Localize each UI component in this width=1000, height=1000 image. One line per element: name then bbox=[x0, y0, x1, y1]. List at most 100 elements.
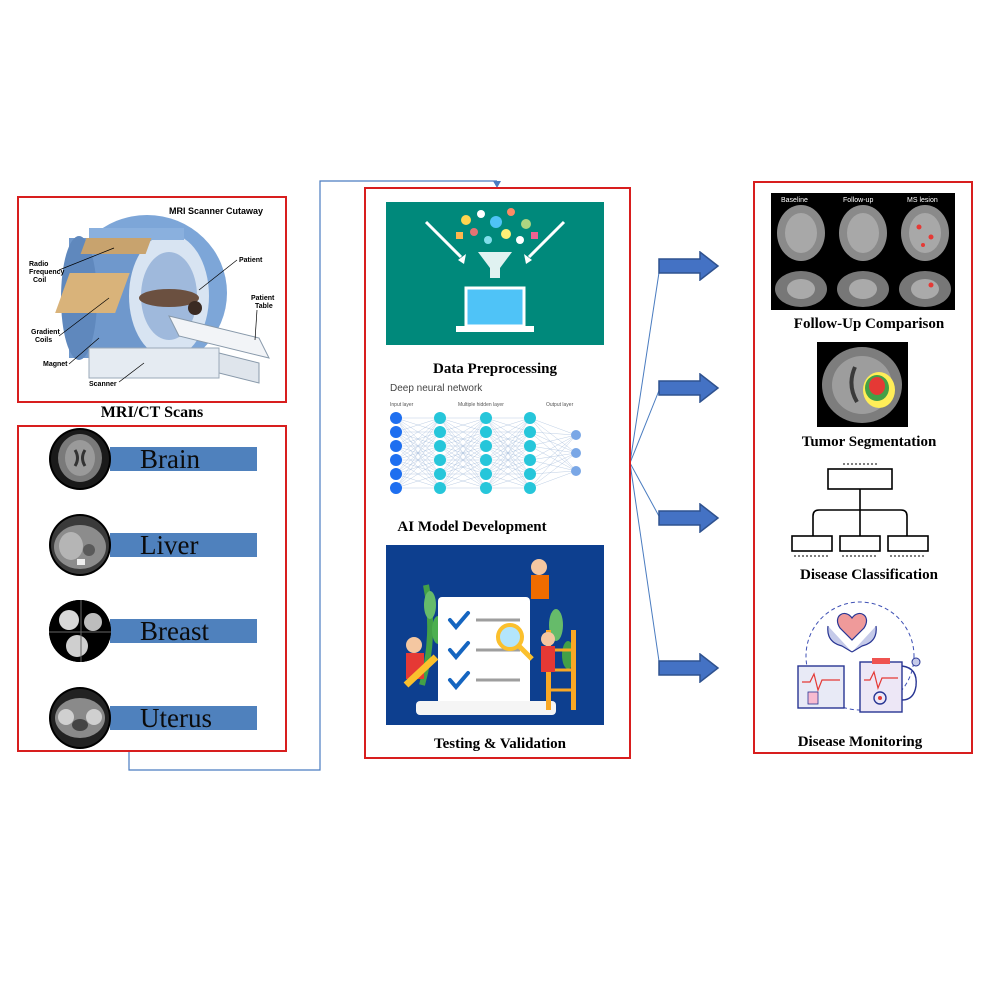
disease-monitoring-image bbox=[790, 596, 930, 720]
nn-edge bbox=[529, 434, 577, 475]
organ-bar-brain: Brain bbox=[110, 446, 257, 473]
check-marks bbox=[448, 611, 470, 691]
nn-edge bbox=[395, 417, 441, 447]
nn-node bbox=[434, 454, 446, 466]
nn-node bbox=[434, 482, 446, 494]
disease-classification-caption: Disease Classification bbox=[800, 567, 938, 583]
nn-edge bbox=[485, 417, 531, 447]
followup-label-ms-lesion: MS lesion bbox=[907, 197, 938, 204]
followup-caption: Follow-Up Comparison bbox=[793, 316, 945, 332]
nn-node bbox=[434, 468, 446, 480]
nn-edge bbox=[439, 417, 487, 475]
mri-box: MRI Scanner Cutaway Radio Frequency Coil… bbox=[17, 196, 287, 403]
testing-validation-image bbox=[386, 545, 604, 725]
nn-node bbox=[480, 482, 492, 494]
tree-leaf-node-3 bbox=[887, 535, 929, 552]
brain-scan-thumbnail bbox=[49, 428, 111, 490]
tumor-segmentation-image bbox=[817, 342, 908, 427]
nn-edge bbox=[439, 431, 487, 489]
fan-line-3 bbox=[629, 462, 661, 519]
nn-edge bbox=[485, 417, 531, 475]
label-scanner: Scanner bbox=[89, 381, 117, 388]
block-arrow-4 bbox=[658, 653, 720, 683]
label-magnet: Magnet bbox=[43, 361, 68, 368]
magnifier-icon bbox=[496, 623, 524, 651]
nn-node bbox=[571, 448, 581, 458]
nn-edge bbox=[439, 417, 487, 447]
nn-edge bbox=[529, 431, 577, 472]
nn-node bbox=[524, 412, 536, 424]
nn-input-label: Input layer bbox=[390, 402, 414, 408]
label-rf-coil-2: Frequency bbox=[29, 269, 65, 276]
label-patient: Patient bbox=[239, 257, 263, 264]
nn-node bbox=[390, 426, 402, 438]
nn-edge bbox=[395, 417, 441, 475]
nn-edge bbox=[529, 445, 577, 472]
nn-edge bbox=[485, 445, 531, 489]
nn-edge bbox=[529, 434, 577, 461]
disease-monitoring-caption: Disease Monitoring bbox=[797, 734, 923, 750]
nn-edge bbox=[485, 417, 531, 433]
classification-tree-image bbox=[785, 458, 935, 558]
nn-edge bbox=[529, 417, 577, 454]
nn-edge bbox=[439, 445, 487, 489]
nn-edge bbox=[439, 473, 487, 489]
nn-node bbox=[390, 412, 402, 424]
nn-edge bbox=[529, 417, 577, 436]
nn-title: Deep neural network bbox=[390, 383, 483, 394]
nn-edge bbox=[529, 434, 577, 447]
nn-node bbox=[434, 412, 446, 424]
tree-root-node bbox=[827, 468, 893, 490]
followup-comparison-image: Baseline Follow-up MS lesion bbox=[771, 193, 955, 310]
nn-edge bbox=[529, 470, 577, 475]
fan-line-2 bbox=[629, 387, 661, 464]
nn-node bbox=[390, 454, 402, 466]
block-arrow-1 bbox=[658, 251, 720, 281]
nn-edge bbox=[485, 431, 531, 489]
nn-edge bbox=[439, 459, 487, 489]
nn-edge bbox=[439, 417, 487, 433]
nn-edge bbox=[439, 417, 487, 461]
label-table-2: Table bbox=[255, 303, 273, 310]
funnel-icon bbox=[478, 252, 512, 278]
block-arrow-2 bbox=[658, 373, 720, 403]
nn-edge bbox=[485, 417, 531, 489]
nn-node bbox=[480, 412, 492, 424]
nn-node bbox=[480, 426, 492, 438]
nn-edge bbox=[395, 431, 441, 489]
tree-leaf-node-1 bbox=[791, 535, 833, 552]
label-rf-coil-1: Radio bbox=[29, 261, 48, 268]
connector-arrowhead bbox=[493, 181, 501, 188]
tumor-segmentation-caption: Tumor Segmentation bbox=[801, 434, 937, 450]
nn-hidden-label: Multiple hidden layer bbox=[458, 402, 504, 408]
nn-node bbox=[390, 482, 402, 494]
label-gradient-2: Coils bbox=[35, 337, 52, 344]
uterus-scan-thumbnail bbox=[49, 687, 111, 749]
organ-bar-uterus: Uterus bbox=[110, 705, 257, 732]
ai-model-caption: AI Model Development bbox=[397, 519, 547, 535]
nn-edge bbox=[529, 445, 577, 454]
nn-edge bbox=[529, 459, 577, 472]
label-gradient-1: Gradient bbox=[31, 329, 60, 336]
nn-edge bbox=[529, 434, 577, 489]
nn-edge bbox=[529, 452, 577, 489]
nn-node bbox=[390, 468, 402, 480]
data-icons-cluster bbox=[456, 208, 538, 244]
laptop-screen bbox=[464, 286, 526, 328]
nn-output-label: Output layer bbox=[546, 402, 574, 408]
followup-label-baseline: Baseline bbox=[781, 197, 808, 204]
nn-node bbox=[480, 440, 492, 452]
nn-edge bbox=[529, 431, 577, 436]
organ-bar-breast: Breast bbox=[110, 618, 257, 645]
data-preprocessing-caption: Data Preprocessing bbox=[432, 361, 557, 377]
nn-edge bbox=[529, 470, 577, 489]
heart-icon bbox=[836, 613, 868, 641]
nn-edge bbox=[395, 459, 441, 489]
nn-node bbox=[434, 426, 446, 438]
nn-edge bbox=[395, 417, 441, 489]
nn-node bbox=[571, 430, 581, 440]
nn-edge bbox=[395, 445, 441, 489]
organ-bar-liver: Liver bbox=[110, 532, 257, 559]
nn-edge bbox=[529, 431, 577, 454]
